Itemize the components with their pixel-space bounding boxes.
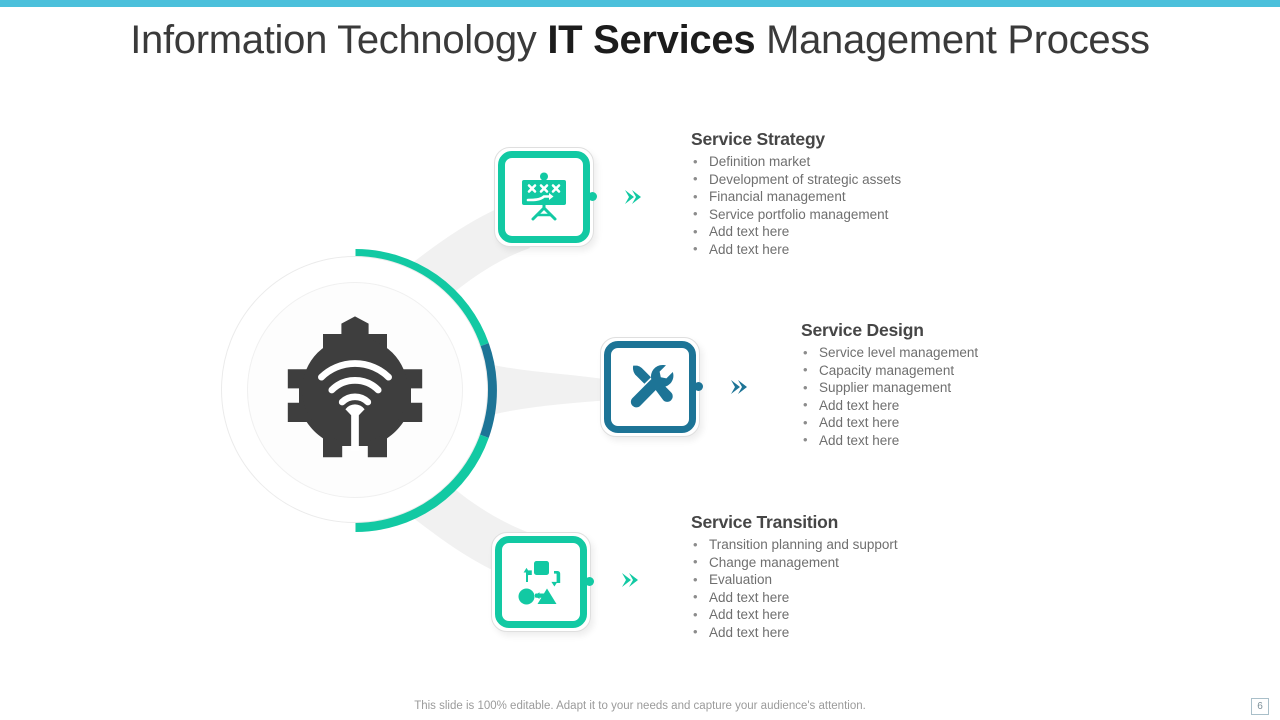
list-item: Development of strategic assets (691, 170, 901, 189)
list-item: Evaluation (691, 571, 898, 589)
list-item: Service level management (801, 344, 978, 362)
wrench-screwdriver-icon (630, 364, 674, 408)
service-transition-node-dot (585, 577, 594, 586)
list-item: Capacity management (801, 361, 978, 380)
service-strategy-bullet-list: Definition market Development of strateg… (691, 153, 901, 259)
service-strategy-text-block: Service Strategy Definition market Devel… (691, 129, 901, 259)
list-item: Definition market (691, 153, 901, 171)
service-strategy-chevron-icon (625, 190, 641, 204)
service-design-text-block: Service Design Service level management … (801, 320, 978, 450)
list-item: Change management (691, 553, 898, 572)
service-transition-heading: Service Transition (691, 512, 839, 532)
service-strategy-icon-box[interactable] (494, 147, 597, 247)
service-transition-chevron-icon (622, 573, 638, 587)
list-item: Add text here (691, 223, 901, 241)
hub-arc-ring (355, 249, 497, 532)
service-transition-bullet-list: Transition planning and support Change m… (691, 536, 898, 642)
service-transition-icon-box[interactable] (491, 532, 594, 632)
list-item: Financial management (691, 188, 901, 206)
list-item: Add text here (691, 623, 898, 642)
page-number-badge: 6 (1251, 698, 1269, 715)
service-design-heading: Service Design (801, 320, 924, 340)
shapes-flow-icon (518, 561, 561, 605)
page-title-part-2: Management Process (755, 18, 1150, 62)
page-title: Information Technology IT Services Manag… (0, 18, 1280, 63)
service-design-icon-box[interactable] (600, 337, 703, 437)
service-strategy-heading: Service Strategy (691, 129, 825, 149)
service-design-bullet-list: Service level management Capacity manage… (801, 344, 978, 450)
list-item: Add text here (691, 606, 898, 624)
list-item: Transition planning and support (691, 536, 898, 554)
list-item: Service portfolio management (691, 205, 901, 224)
list-item: Add text here (691, 240, 901, 259)
icon-box-frame (498, 151, 590, 243)
central-hub (213, 248, 498, 533)
presentation-board-icon (522, 172, 566, 221)
page-title-emphasis: IT Services (547, 18, 756, 62)
list-item: Add text here (801, 414, 978, 432)
service-design-node-dot (694, 382, 703, 391)
service-strategy-node-dot (588, 192, 597, 201)
icon-box-frame (495, 536, 587, 628)
list-item: Add text here (801, 431, 978, 450)
service-design-chevron-icon (731, 380, 747, 394)
top-accent-bar (0, 0, 1280, 7)
gear-wifi-wrench-icon (287, 316, 423, 458)
list-item: Add text here (691, 588, 898, 607)
footer-note: This slide is 100% editable. Adapt it to… (414, 700, 866, 712)
page-title-part-1: Information Technology (130, 18, 548, 62)
service-transition-text-block: Service Transition Transition planning a… (691, 512, 898, 642)
icon-box-frame (604, 341, 696, 433)
list-item: Supplier management (801, 379, 978, 397)
list-item: Add text here (801, 396, 978, 415)
